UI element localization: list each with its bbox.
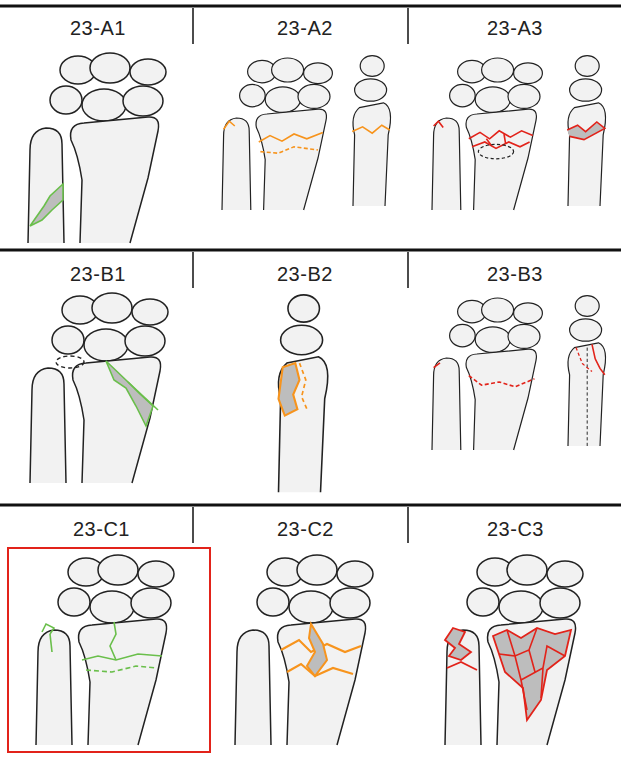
panel-c3 <box>445 555 583 745</box>
panel-label: 23-C2 <box>277 517 334 541</box>
panel-a3 <box>432 58 542 210</box>
panel-label: 23-B1 <box>70 262 126 286</box>
panel-label: 23-C1 <box>73 517 130 541</box>
panel-label: 23-B3 <box>487 262 543 286</box>
panel-a2-lateral <box>352 56 390 206</box>
panel-b1 <box>30 293 168 483</box>
panel-label: 23-A1 <box>70 16 126 40</box>
panel-a3-lateral <box>567 56 605 206</box>
panel-a1 <box>28 53 166 243</box>
panel-b3 <box>432 298 542 450</box>
highlight-box <box>8 548 210 752</box>
panel-label: 23-C3 <box>487 517 544 541</box>
panel-label: 23-A2 <box>277 16 333 40</box>
panel-c2 <box>235 555 373 745</box>
panel-label: 23-A3 <box>487 16 543 40</box>
panel-b3-lateral <box>568 296 606 446</box>
panel-a2 <box>222 58 332 210</box>
highlighted-panel: 23-C1 <box>8 512 210 752</box>
separator-lines <box>0 6 621 543</box>
panel-b2 <box>279 295 328 492</box>
panel-c1 <box>36 555 174 745</box>
panel-label: 23-B2 <box>277 262 333 286</box>
